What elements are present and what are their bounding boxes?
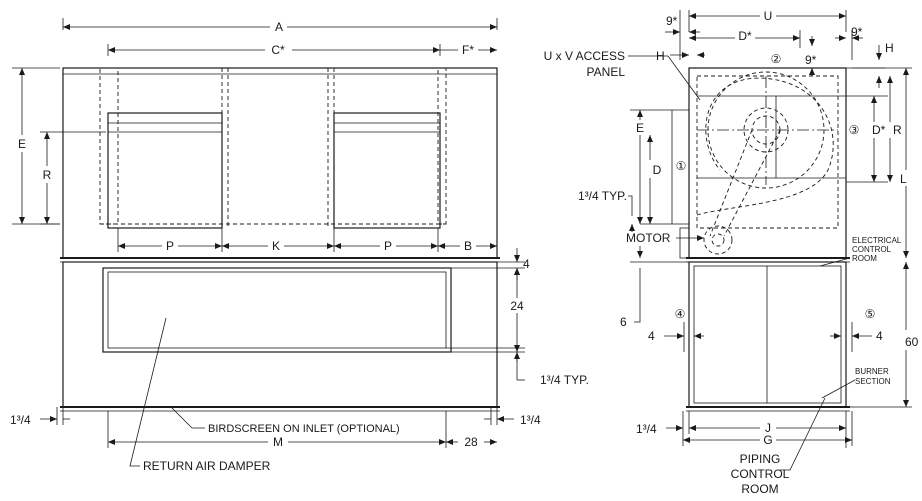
dimension-9-topleft: 9* xyxy=(665,10,700,60)
callout-1: ① xyxy=(676,159,687,173)
dim-9-top-label: 9* xyxy=(666,14,678,28)
dim-28-label: 28 xyxy=(464,435,478,449)
dimension-a: A xyxy=(62,18,498,34)
dim-a-label: A xyxy=(275,20,283,34)
dim-134-right-label: 1³/4 xyxy=(520,413,541,427)
dim-l-label: L xyxy=(900,172,907,186)
dimension-c-f: C* F* xyxy=(107,43,497,57)
dim-24-label: 24 xyxy=(510,299,524,313)
left-fan-box xyxy=(107,112,223,229)
dim-p-left-label: P xyxy=(166,239,174,253)
dim-k-label: K xyxy=(272,239,280,253)
dim-g-label: G xyxy=(763,433,772,447)
piping-line2: CONTROL xyxy=(731,467,790,481)
motor-pulley xyxy=(703,225,733,255)
dim-6-label: 6 xyxy=(620,315,627,329)
dimension-60: 60 xyxy=(850,262,919,408)
dimension-g: G xyxy=(682,411,853,447)
birdscreen-label: BIRDSCREEN ON INLET (OPTIONAL) xyxy=(208,423,400,435)
access-panel-line1: U x V ACCESS xyxy=(544,49,625,63)
dimension-u: U xyxy=(688,9,847,32)
dimension-6: 6 xyxy=(620,246,689,329)
burner-line1: BURNER xyxy=(855,367,889,376)
motor-label: MOTOR xyxy=(626,231,671,245)
dim-r-label: R xyxy=(43,168,52,182)
lower-housing xyxy=(62,261,498,408)
dim-e-side-label: E xyxy=(636,121,644,135)
dimension-4-right-side: 4 xyxy=(830,322,883,352)
access-panel-line2: PANEL xyxy=(587,65,626,79)
return-damper-leader xyxy=(129,317,167,467)
callout-4: ④ xyxy=(675,307,686,321)
dim-134-side-label: 1³/4 xyxy=(636,422,657,436)
dim-e-label: E xyxy=(18,137,26,151)
dim-f-label: F* xyxy=(462,43,474,57)
dimension-m-28: M 28 xyxy=(107,411,497,449)
dimension-h-right: H xyxy=(852,41,894,88)
return-damper-label: RETURN AIR DAMPER xyxy=(143,459,271,473)
dim-m-label: M xyxy=(273,435,283,449)
piping-line3: ROOM xyxy=(741,482,778,496)
callout-3: ③ xyxy=(849,123,860,137)
burner-section xyxy=(688,261,847,408)
piping-leader xyxy=(780,397,826,471)
dim-134-left-label: 1³/4 xyxy=(10,413,31,427)
typ-side: 1³/4 TYP. xyxy=(578,189,635,232)
dimension-pkpb: P K P B xyxy=(117,228,497,253)
dim-d-side-label: D xyxy=(653,163,662,177)
dim-9-topright-label: 9* xyxy=(851,25,863,39)
callout-5: ⑤ xyxy=(865,307,876,321)
dimension-right-stack: D* R L xyxy=(846,67,912,258)
electrical-line2: CONTROL xyxy=(852,245,892,254)
dim-c-label: C* xyxy=(271,43,285,57)
dimension-134-left: 1³/4 xyxy=(10,407,70,427)
dim-h-right-label: H xyxy=(885,41,894,55)
dim-d-right-label: D* xyxy=(872,123,886,137)
dim-p-right-label: P xyxy=(384,239,392,253)
callout-2: ② xyxy=(771,52,782,66)
dimension-134-right: 1³/4 xyxy=(484,407,541,427)
dim-60-label: 60 xyxy=(905,335,919,349)
fan-scroll xyxy=(696,77,834,216)
dimension-e: E xyxy=(12,67,60,225)
dim-4-right-label: 4 xyxy=(876,329,883,343)
dim-d-top-label: D* xyxy=(738,29,752,43)
electrical-line1: ELECTRICAL xyxy=(852,236,902,245)
typ-side-label: 1³/4 TYP. xyxy=(578,189,627,203)
dimension-4-24: 4 24 1³/4 TYP. xyxy=(446,248,589,387)
dim-4-label: 4 xyxy=(523,257,530,271)
typ-label: 1³/4 TYP. xyxy=(540,373,589,387)
dim-4-left-label: 4 xyxy=(648,329,655,343)
piping-line1: PIPING xyxy=(740,452,781,466)
dim-b-label: B xyxy=(464,239,472,253)
dimension-r: R xyxy=(40,131,106,225)
dim-r-right-label: R xyxy=(893,123,902,137)
dimension-9-inner: 9* xyxy=(805,36,817,76)
dimension-d-top: D* xyxy=(689,29,801,48)
right-fan-box xyxy=(333,112,441,229)
dimension-9-topright: 9* xyxy=(835,25,863,60)
return-air-damper xyxy=(102,267,452,353)
dimension-e-side: E D xyxy=(630,109,689,225)
electrical-line3: ROOM xyxy=(852,254,877,263)
dimension-134-side: 1³/4 xyxy=(636,411,690,436)
burner-line2: SECTION xyxy=(855,377,891,386)
side-view: U 9* 9* D* H ② xyxy=(544,9,919,496)
dim-9-inner-label: 9* xyxy=(805,53,817,67)
dim-u-label: U xyxy=(764,9,773,23)
dim-j-label: J xyxy=(765,421,771,435)
front-housing xyxy=(62,67,498,259)
birdscreen-leader xyxy=(169,405,205,429)
front-view: A C* F* xyxy=(10,18,589,473)
dimension-4-left-side: 4 xyxy=(648,322,704,352)
